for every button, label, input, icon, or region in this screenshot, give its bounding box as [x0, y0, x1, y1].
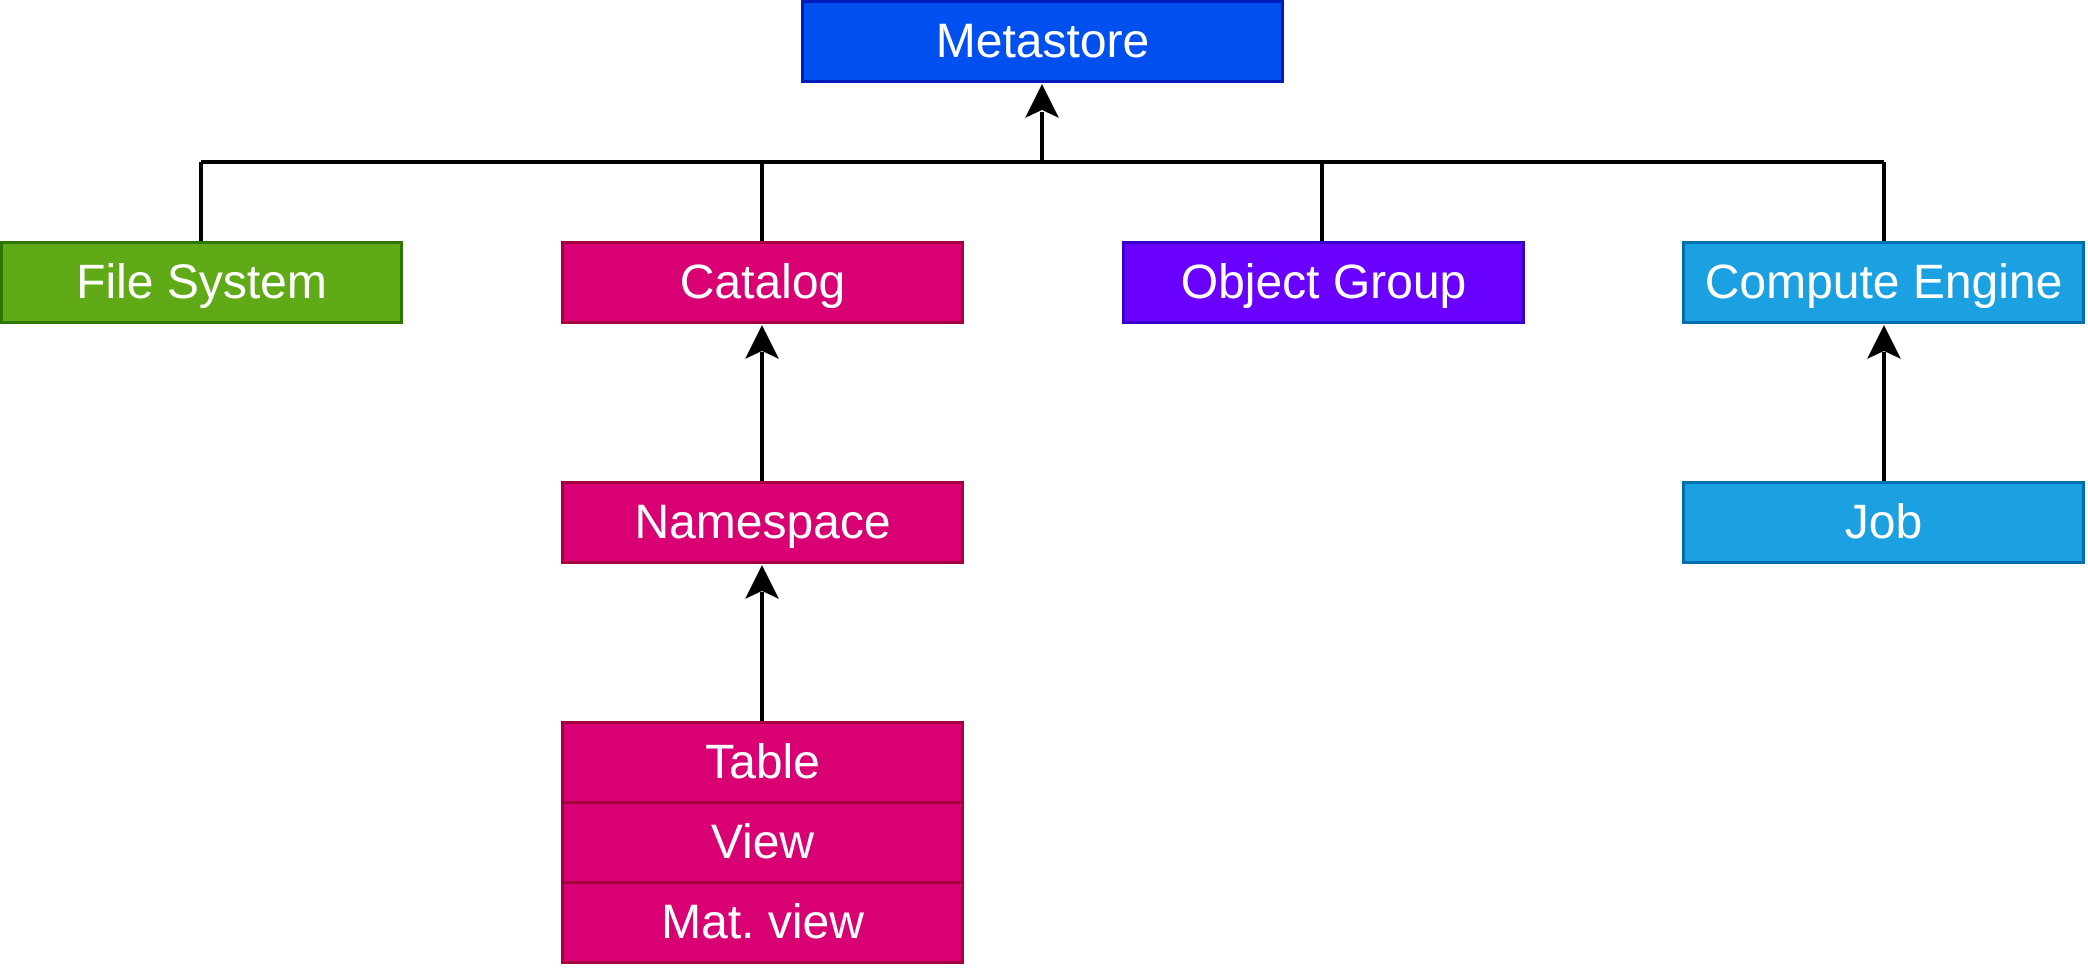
namespace-arrowhead	[745, 565, 779, 599]
catalog-node: Catalog	[561, 241, 964, 324]
mat-view-node: Mat. view	[561, 881, 964, 964]
compute-engine-node: Compute Engine	[1682, 241, 2085, 324]
metastore-arrowhead	[1025, 84, 1059, 118]
table-node: Table	[561, 721, 964, 804]
namespace-node: Namespace	[561, 481, 964, 564]
catalog-arrowhead	[745, 325, 779, 359]
compute-engine-arrowhead	[1867, 325, 1901, 359]
view-node: View	[561, 801, 964, 884]
file-system-node: File System	[0, 241, 403, 324]
metastore-node: Metastore	[801, 0, 1284, 83]
job-node: Job	[1682, 481, 2085, 564]
object-group-node: Object Group	[1122, 241, 1525, 324]
metastore-tree-connector	[199, 112, 1886, 241]
